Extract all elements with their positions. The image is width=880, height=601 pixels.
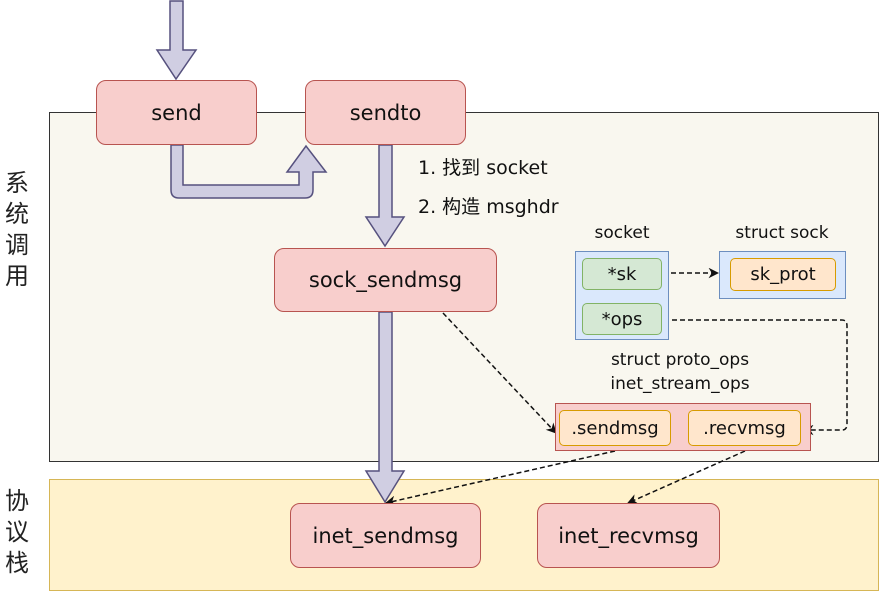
label-char: 调 — [5, 231, 29, 259]
inet-sendmsg-function-box[interactable]: inet_sendmsg — [290, 503, 481, 568]
proto-ops-title: struct proto_ops — [610, 350, 750, 370]
sendto-to-sock-sendmsg-arrow — [364, 144, 406, 248]
dashed-link-sendmsg-field-to-inet-sendmsg — [384, 450, 616, 507]
sock-field-sk-prot[interactable]: sk_prot — [730, 258, 836, 291]
inet-sendmsg-label: inet_sendmsg — [312, 523, 459, 548]
entry-flow-arrow — [155, 0, 198, 81]
sk-prot-field-label: sk_prot — [750, 264, 816, 285]
label-char: 议 — [5, 518, 29, 546]
sk-field-label: *sk — [607, 263, 637, 285]
sock-struct-title: struct sock — [735, 223, 829, 243]
proto-ops-instance-name: inet_stream_ops — [610, 374, 750, 394]
label-char: 用 — [5, 262, 29, 290]
step-note-build-msghdr: 2. 构造 msghdr — [418, 196, 559, 218]
recvmsg-field-label: .recvmsg — [703, 417, 786, 439]
dashed-link-sock-sendmsg-to-sendmsg-field — [442, 312, 557, 434]
ops-field-label: *ops — [601, 308, 643, 330]
step-note-find-socket: 1. 找到 socket — [418, 157, 548, 179]
dashed-link-recvmsg-field-to-inet-recvmsg — [627, 450, 746, 504]
proto-ops-field-recvmsg[interactable]: .recvmsg — [688, 410, 801, 446]
sock-sendmsg-label: sock_sendmsg — [308, 268, 463, 292]
socket-struct-title: socket — [594, 223, 650, 243]
send-label: send — [151, 100, 202, 125]
sendmsg-field-label: .sendmsg — [571, 417, 659, 439]
send-function-box[interactable]: send — [96, 80, 257, 145]
protocol-stack-region-label: 协 议 栈 — [2, 486, 32, 579]
proto-ops-field-sendmsg[interactable]: .sendmsg — [559, 410, 671, 446]
label-char: 协 — [5, 487, 29, 515]
sock-sendmsg-to-inet-sendmsg-arrow — [364, 311, 406, 504]
sendto-function-box[interactable]: sendto — [305, 80, 466, 145]
socket-field-sk[interactable]: *sk — [582, 258, 662, 290]
inet-recvmsg-label: inet_recvmsg — [558, 523, 699, 548]
sock-sendmsg-function-box[interactable]: sock_sendmsg — [274, 248, 497, 312]
sendto-label: sendto — [349, 100, 422, 125]
label-char: 系 — [5, 169, 29, 197]
inet-recvmsg-function-box[interactable]: inet_recvmsg — [537, 503, 720, 568]
syscall-region-label: 系 统 调 用 — [2, 168, 32, 292]
label-char: 栈 — [5, 549, 29, 577]
send-to-sendto-arrow — [170, 144, 328, 199]
socket-field-ops[interactable]: *ops — [582, 303, 662, 335]
dashed-link-ops-to-recvmsg-field — [664, 319, 848, 436]
label-char: 统 — [5, 200, 29, 228]
